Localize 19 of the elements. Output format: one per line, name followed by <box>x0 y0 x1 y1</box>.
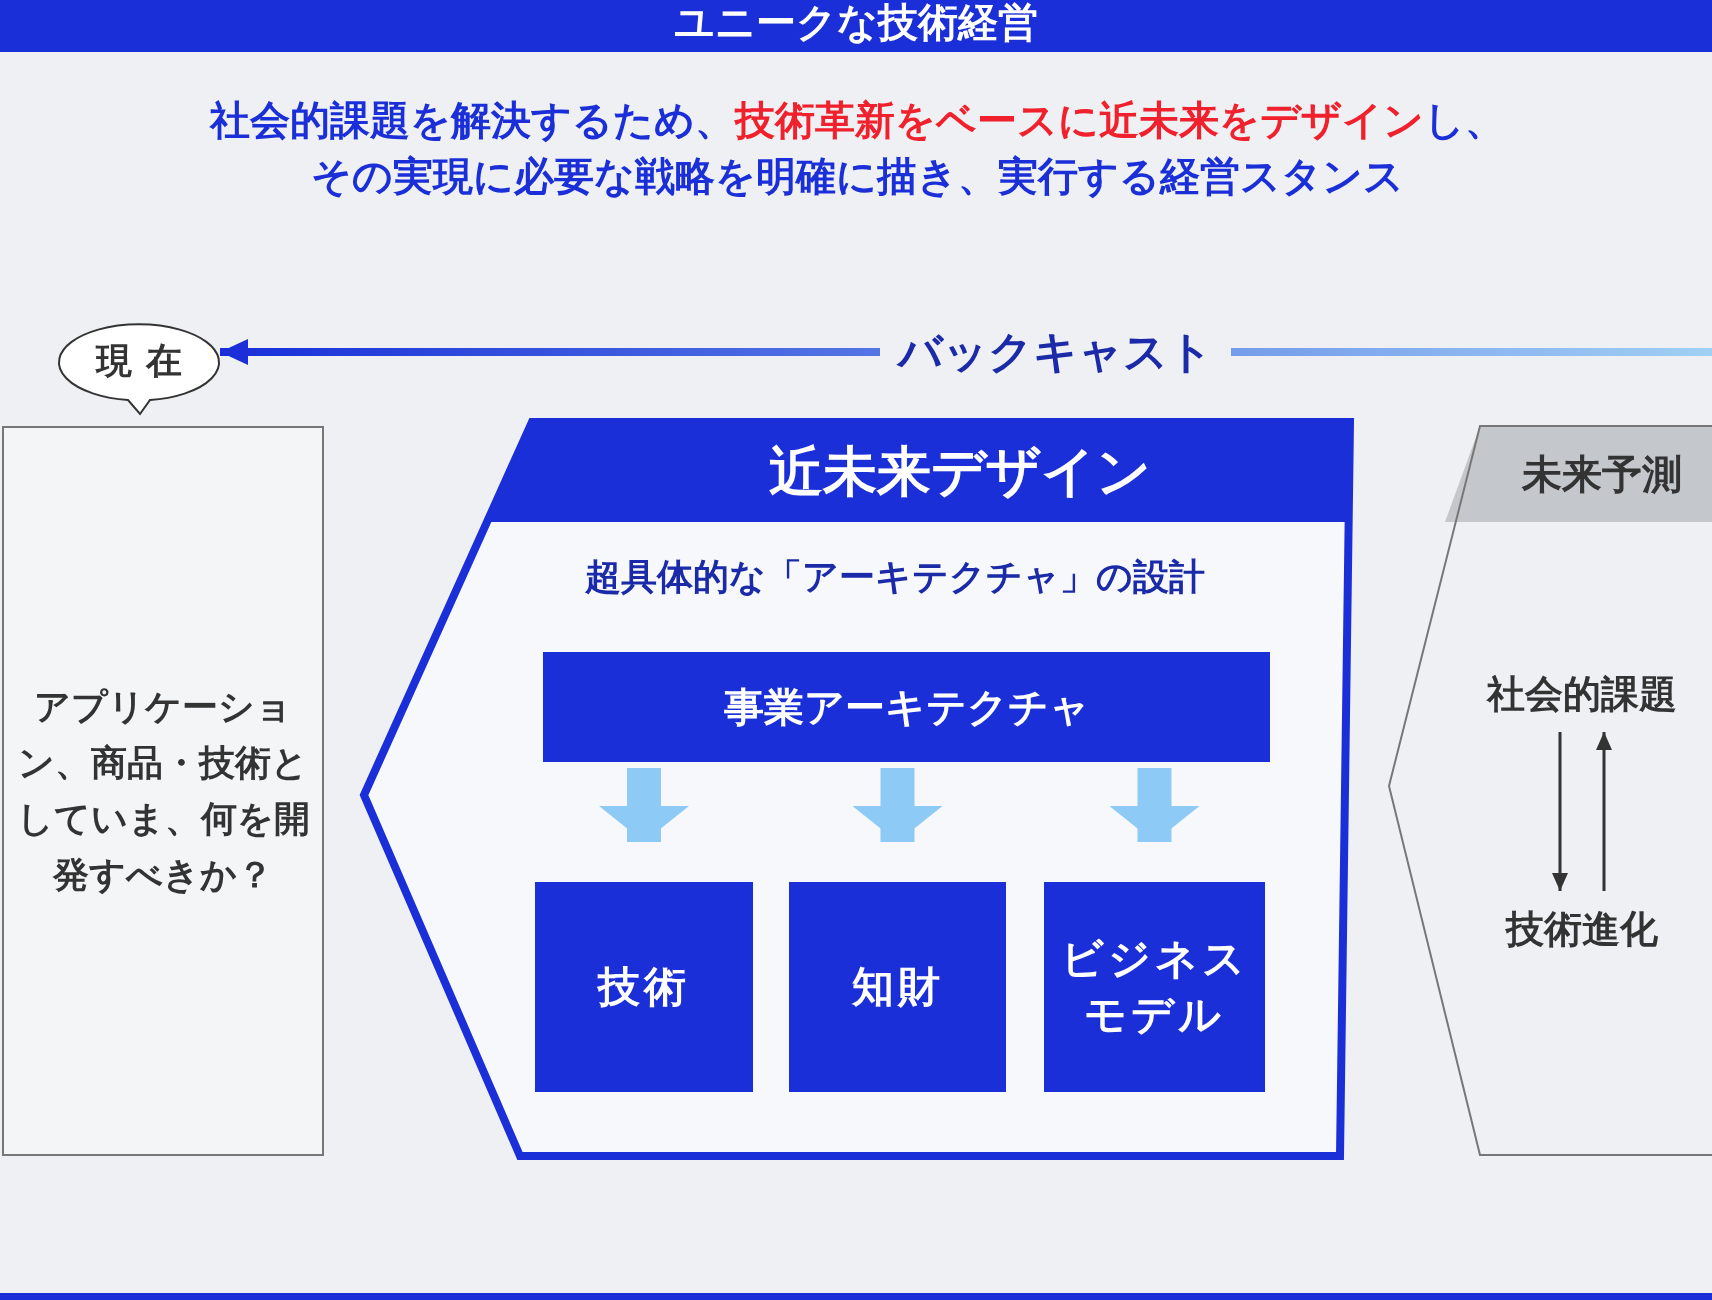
pentagon-panel <box>360 418 1354 1160</box>
panel-heading: 近未来デザイン <box>768 439 1152 505</box>
category-box: 技術 <box>535 882 753 1092</box>
block-arrow <box>599 768 689 842</box>
block-arrow <box>1109 768 1200 842</box>
subtitle-text: 社会的課題を解決するため、技術革新をベースに近未来をデザインし、その実現に必要な戦略を明確に描き、実行する経営スタンス <box>210 96 1505 201</box>
category-box: 知財 <box>789 882 1006 1092</box>
architecture-bar: 事業アーキテクチャ <box>543 652 1270 762</box>
pentagon-panel <box>1387 424 1712 1157</box>
panel-subheading: 超具体的な「アーキテクチャ」の設計 <box>584 555 1206 599</box>
category-box: ビジネスモデル <box>1044 882 1265 1092</box>
block-arrow <box>852 768 943 842</box>
text-label: 社会的課題 <box>1457 664 1707 724</box>
arrow <box>1596 732 1612 891</box>
text-box: アプリケーション、商品・技術としていま、何を開発すべきか？ <box>2 426 324 1156</box>
text-label: 技術進化 <box>1457 899 1707 959</box>
arrow <box>1552 732 1568 891</box>
panel-heading: 未来予測 <box>1522 450 1683 499</box>
title-banner: ユニークな技術経営 <box>0 0 1712 52</box>
